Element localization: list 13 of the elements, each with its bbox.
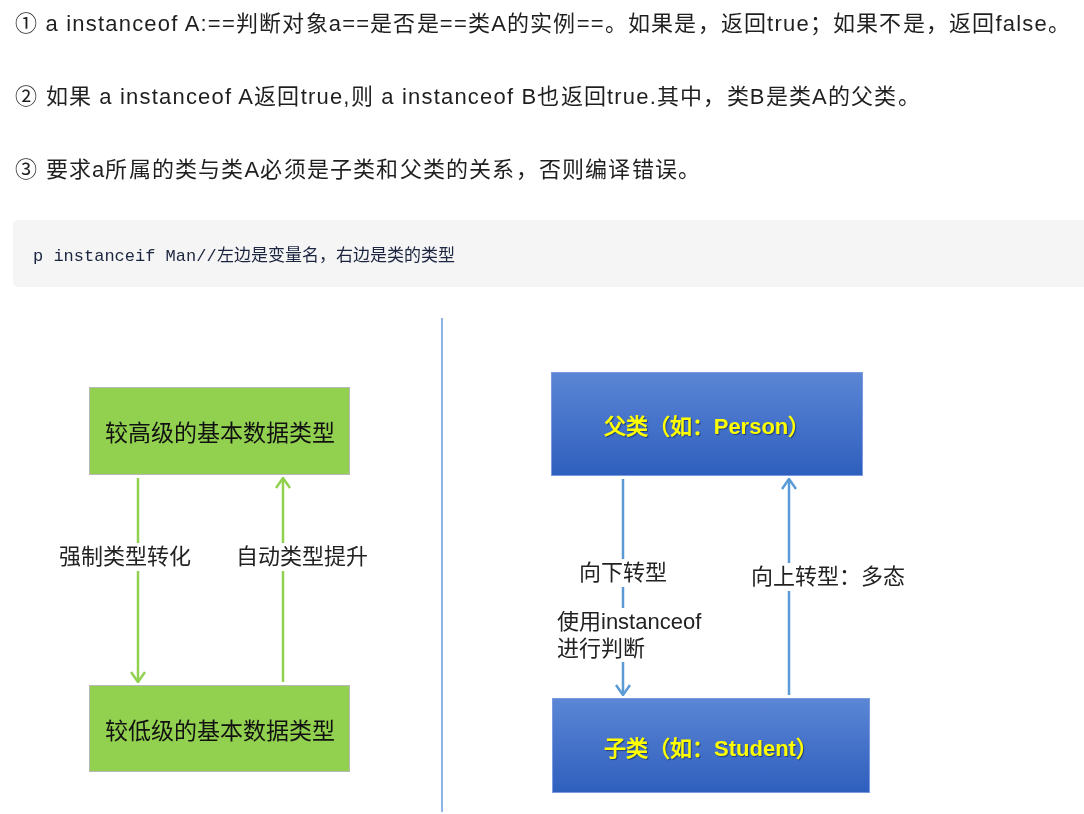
edge-label: 向上转型：多态 bbox=[750, 563, 906, 591]
note-text: ③ 要求a所属的类与类A必须是子类和父类的关系，否则编译错误。 bbox=[15, 156, 702, 184]
edge-label: 向下转型 bbox=[578, 559, 668, 587]
arrow bbox=[129, 478, 147, 684]
edge-label: 强制类型转化 bbox=[58, 543, 192, 571]
code-block: p instanceif Man//左边是变量名，右边是类的类型 bbox=[13, 220, 1084, 287]
class-box: 父类（如：Person） bbox=[551, 372, 863, 476]
class-box: 子类（如：Student） bbox=[552, 698, 870, 793]
arrow bbox=[274, 476, 292, 682]
type-box: 较低级的基本数据类型 bbox=[89, 685, 350, 772]
note-text: ② 如果 a instanceof A返回true,则 a instanceof B也返回true.其中，类B是类A的父类。 bbox=[15, 83, 921, 111]
type-box: 较高级的基本数据类型 bbox=[89, 387, 350, 475]
note-text: ① a instanceof A:==判断对象a==是否是==类A的实例==。如果是，返回true；如果不是，返回false。 bbox=[15, 10, 1072, 38]
